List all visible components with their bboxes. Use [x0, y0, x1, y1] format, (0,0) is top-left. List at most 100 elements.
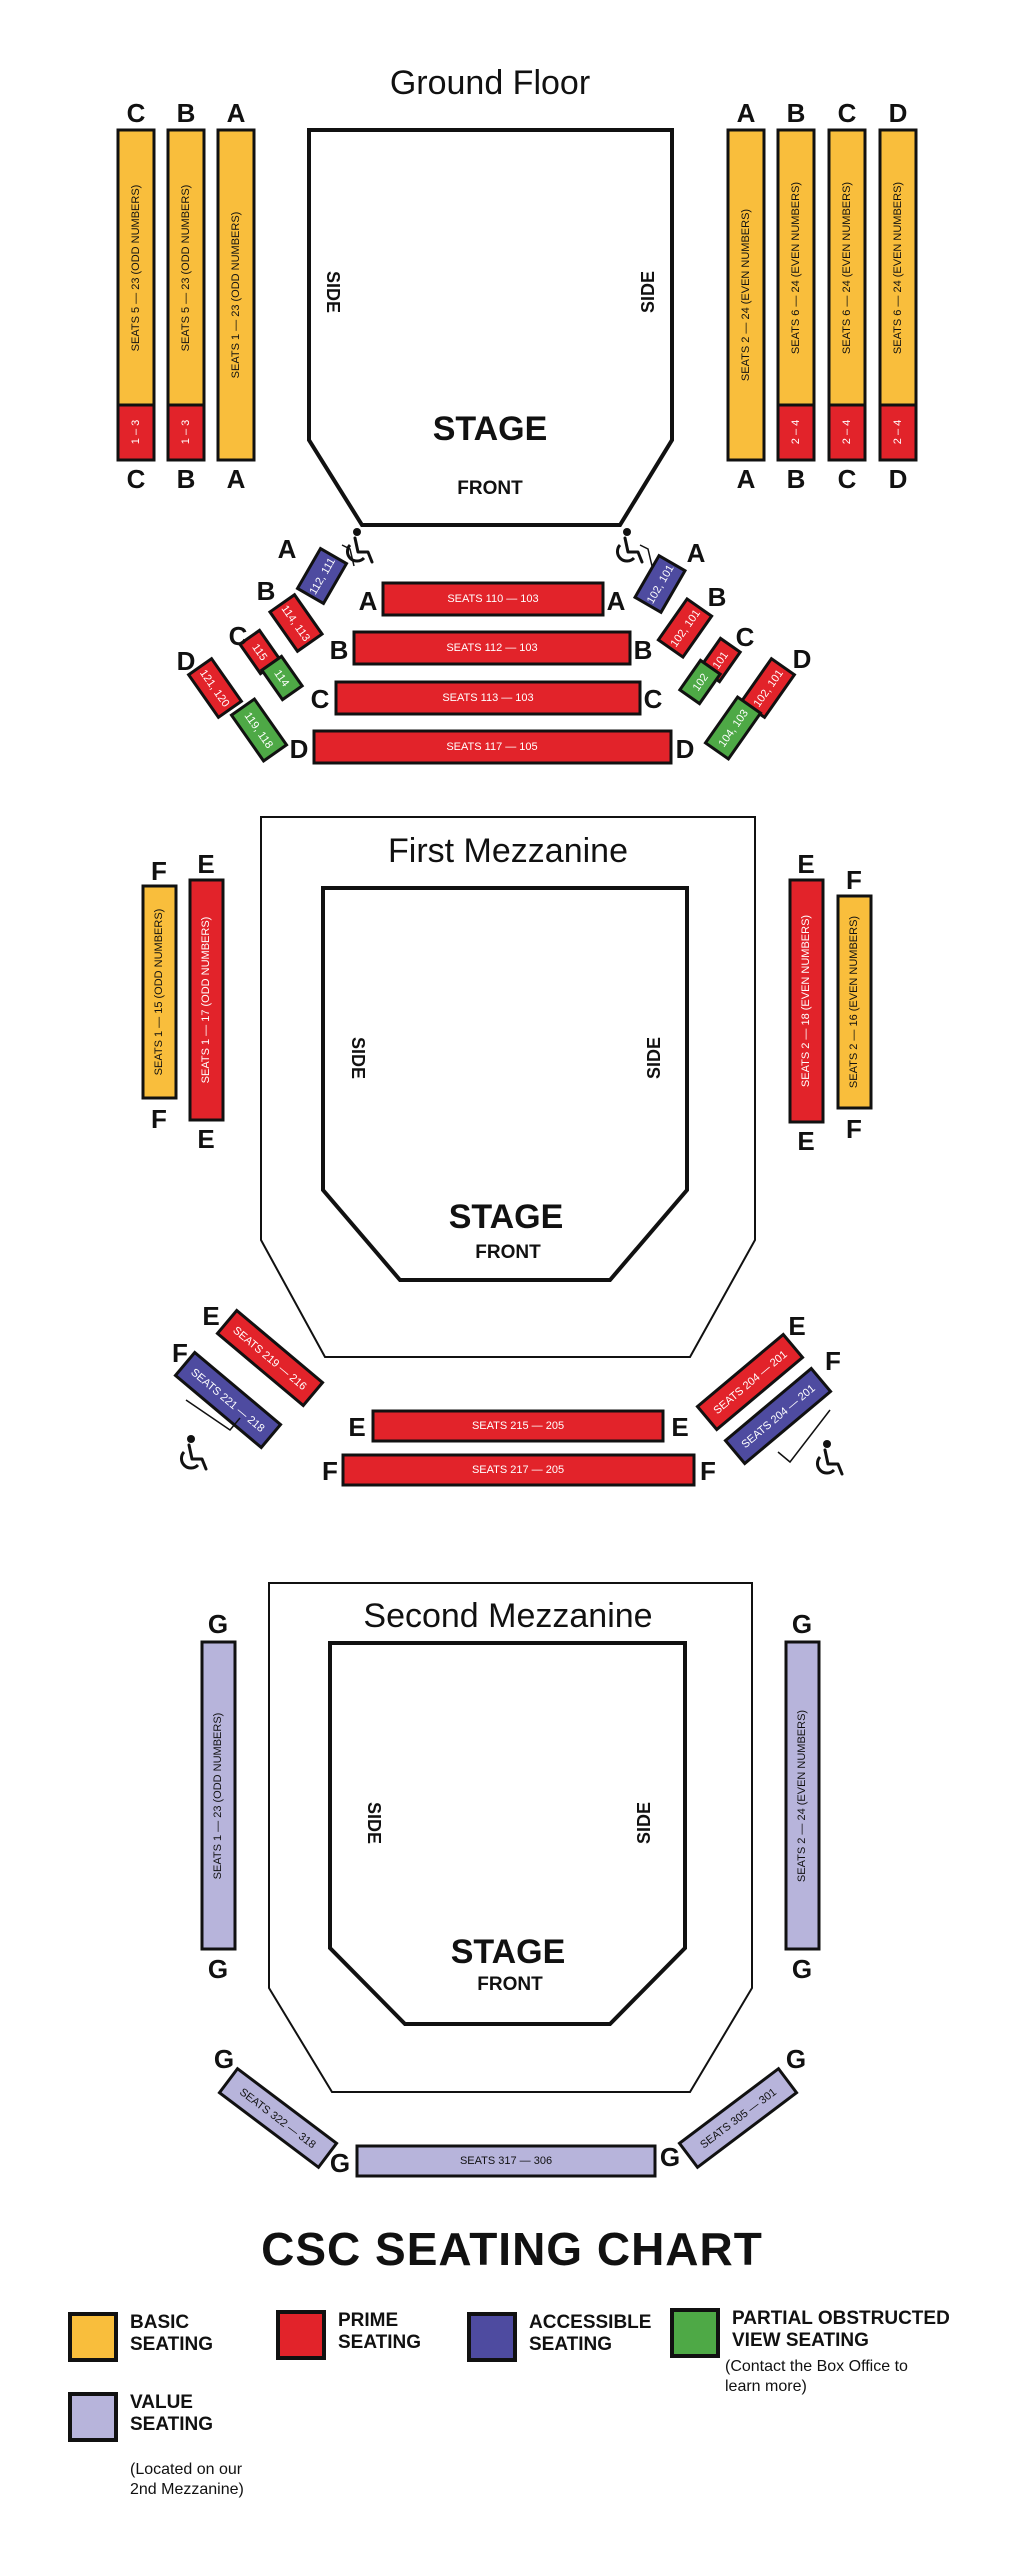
second-stage-label: STAGE: [451, 1933, 566, 1971]
first-center-e-left: E: [348, 1412, 365, 1442]
second-left-top: G: [208, 1609, 228, 1639]
first-right-row-e[interactable]: SEATS 2 — 18 (EVEN NUMBERS): [788, 878, 825, 1124]
legend-value-swatch: [68, 2392, 118, 2442]
ground-right-row-b[interactable]: SEATS 6 — 24 (EVEN NUMBERS) 2 – 4: [776, 128, 816, 462]
first-center-e-seats: SEATS 215 — 205: [472, 1420, 564, 1432]
ground-right-b-top: B: [787, 98, 806, 128]
second-right-top: G: [792, 1609, 812, 1639]
second-center-row-g[interactable]: SEATS 317 — 306: [355, 2144, 657, 2178]
legend-value-note: (Located on our 2nd Mezzanine): [130, 2461, 244, 2498]
ground-left-row-a[interactable]: SEATS 1 — 23 (ODD NUMBERS): [216, 128, 256, 462]
ground-angled-left-d2[interactable]: 119, 118: [229, 696, 289, 764]
wheelchair-icon: [615, 526, 644, 564]
ground-center-c-seats: SEATS 113 — 103: [442, 692, 533, 704]
first-left-row-e[interactable]: SEATS 1 — 17 (ODD NUMBERS): [188, 878, 225, 1122]
ground-angled-right-a[interactable]: 102, 101: [632, 553, 688, 615]
ground-center-row-c[interactable]: SEATS 113 — 103: [334, 680, 642, 716]
legend-prime-label: PRIME SEATING: [338, 2310, 422, 2353]
ground-angled-left-d1[interactable]: 121, 120: [186, 656, 244, 720]
first-center-f-left: F: [322, 1456, 338, 1486]
ground-right-row-c[interactable]: SEATS 6 — 24 (EVEN NUMBERS) 2 – 4: [827, 128, 867, 462]
first-left-e-top: E: [197, 849, 214, 879]
second-angled-left[interactable]: SEATS 322 — 318: [217, 2066, 339, 2170]
second-angled-right[interactable]: SEATS 305 — 301: [677, 2066, 799, 2170]
ground-side-right: SIDE: [638, 271, 658, 313]
ground-center-a-left: A: [359, 586, 378, 616]
legend-partial: PARTIAL OBSTRUCTED VIEW SEATING: [670, 2308, 950, 2358]
ground-center-d-right: D: [676, 734, 695, 764]
ground-floor-title: Ground Floor: [390, 64, 590, 102]
first-angled-right-f-label: F: [825, 1346, 841, 1376]
legend-prime-swatch: [276, 2310, 326, 2360]
first-mezz-stage: [321, 886, 689, 1282]
ground-angled-right-d2[interactable]: 104, 103: [703, 694, 763, 762]
second-center-right-label: G: [660, 2142, 680, 2172]
accessible-bracket: [639, 544, 653, 567]
ground-left-a-top: A: [227, 98, 246, 128]
first-right-f-top: F: [846, 865, 862, 895]
ground-left-c-sub: 1 – 3: [130, 420, 142, 444]
ground-center-row-d[interactable]: SEATS 117 — 105: [312, 729, 673, 765]
ground-angled-right-a-label: A: [687, 538, 706, 568]
second-front-label: FRONT: [477, 1974, 543, 1995]
ground-right-a-top: A: [737, 98, 756, 128]
accessible-bracket: [777, 1409, 831, 1464]
ground-center-a-right: A: [607, 586, 626, 616]
ground-left-row-b[interactable]: SEATS 5 — 23 (ODD NUMBERS) 1 – 3: [166, 128, 206, 462]
second-center-left-label: G: [330, 2148, 350, 2178]
ground-angled-left-a[interactable]: 112, 111: [295, 546, 349, 606]
ground-left-b-bottom: B: [177, 464, 196, 494]
ground-right-row-d[interactable]: SEATS 6 — 24 (EVEN NUMBERS) 2 – 4: [878, 128, 918, 462]
wheelchair-icon: [815, 1438, 844, 1476]
second-right-seats: SEATS 2 — 24 (EVEN NUMBERS): [796, 1710, 808, 1882]
second-mezz-stage: [328, 1641, 687, 2026]
ground-stage-label: STAGE: [433, 410, 548, 448]
ground-center-a-seats: SEATS 110 — 103: [447, 593, 538, 605]
legend-partial-swatch: [670, 2308, 720, 2358]
ground-right-d-sub: 2 – 4: [892, 420, 904, 444]
ground-center-row-b[interactable]: SEATS 112 — 103: [352, 630, 632, 666]
first-right-f-seats: SEATS 2 — 16 (EVEN NUMBERS): [848, 916, 860, 1088]
ground-center-row-a[interactable]: SEATS 110 — 103: [381, 581, 605, 617]
accessible-bracket: [341, 544, 355, 567]
legend-value-label: VALUE SEATING: [130, 2392, 214, 2435]
first-center-row-e[interactable]: SEATS 215 — 205: [371, 1409, 665, 1443]
first-left-f-seats: SEATS 1 — 15 (ODD NUMBERS): [153, 909, 165, 1076]
legend-basic-swatch: [68, 2312, 118, 2362]
first-right-row-f[interactable]: SEATS 2 — 16 (EVEN NUMBERS): [836, 894, 873, 1110]
ground-right-row-a[interactable]: SEATS 2 — 24 (EVEN NUMBERS): [726, 128, 766, 462]
second-angled-left-label: G: [214, 2044, 234, 2074]
ground-angled-right-c-label: C: [736, 622, 755, 652]
ground-right-b-bottom: B: [787, 464, 806, 494]
legend-title: CSC SEATING CHART: [261, 2223, 763, 2275]
accessible-bracket: [185, 1399, 241, 1432]
second-left-bottom: G: [208, 1954, 228, 1984]
legend-partial-label: PARTIAL OBSTRUCTED VIEW SEATING: [732, 2308, 950, 2351]
first-right-e-bottom: E: [797, 1126, 814, 1156]
first-angled-left-e-label: E: [202, 1301, 219, 1331]
ground-left-b-seats: SEATS 5 — 23 (ODD NUMBERS): [180, 185, 192, 352]
first-left-row-f[interactable]: SEATS 1 — 15 (ODD NUMBERS): [141, 884, 178, 1100]
ground-left-c-seats: SEATS 5 — 23 (ODD NUMBERS): [130, 185, 142, 352]
first-right-e-seats: SEATS 2 — 18 (EVEN NUMBERS): [800, 915, 812, 1087]
ground-left-row-c[interactable]: SEATS 5 — 23 (ODD NUMBERS) 1 – 3: [116, 128, 156, 462]
first-side-left: SIDE: [348, 1037, 368, 1079]
second-mezz-outline: [268, 1582, 753, 2093]
first-angled-right-e-label: E: [788, 1311, 805, 1341]
first-left-f-top: F: [151, 856, 167, 886]
first-left-e-seats: SEATS 1 — 17 (ODD NUMBERS): [200, 917, 212, 1084]
ground-angled-right-d-label: D: [793, 644, 812, 674]
legend-accessible-label: ACCESSIBLE SEATING: [529, 2312, 652, 2355]
first-right-f-bottom: F: [846, 1114, 862, 1144]
ground-left-b-top: B: [177, 98, 196, 128]
ground-angled-left-b[interactable]: 114, 113: [267, 592, 325, 654]
second-left-row-g[interactable]: SEATS 1 — 23 (ODD NUMBERS): [200, 1640, 237, 1951]
ground-angled-left-c2[interactable]: 114: [259, 654, 305, 702]
second-right-row-g[interactable]: SEATS 2 — 24 (EVEN NUMBERS): [784, 1640, 821, 1951]
ground-angled-right-c2[interactable]: 102: [677, 658, 723, 706]
ground-angled-right-b[interactable]: 102, 101: [656, 596, 714, 660]
first-center-row-f[interactable]: SEATS 217 — 205: [341, 1453, 696, 1487]
ground-side-left: SIDE: [323, 271, 343, 313]
legend-value: VALUE SEATING: [68, 2392, 213, 2442]
